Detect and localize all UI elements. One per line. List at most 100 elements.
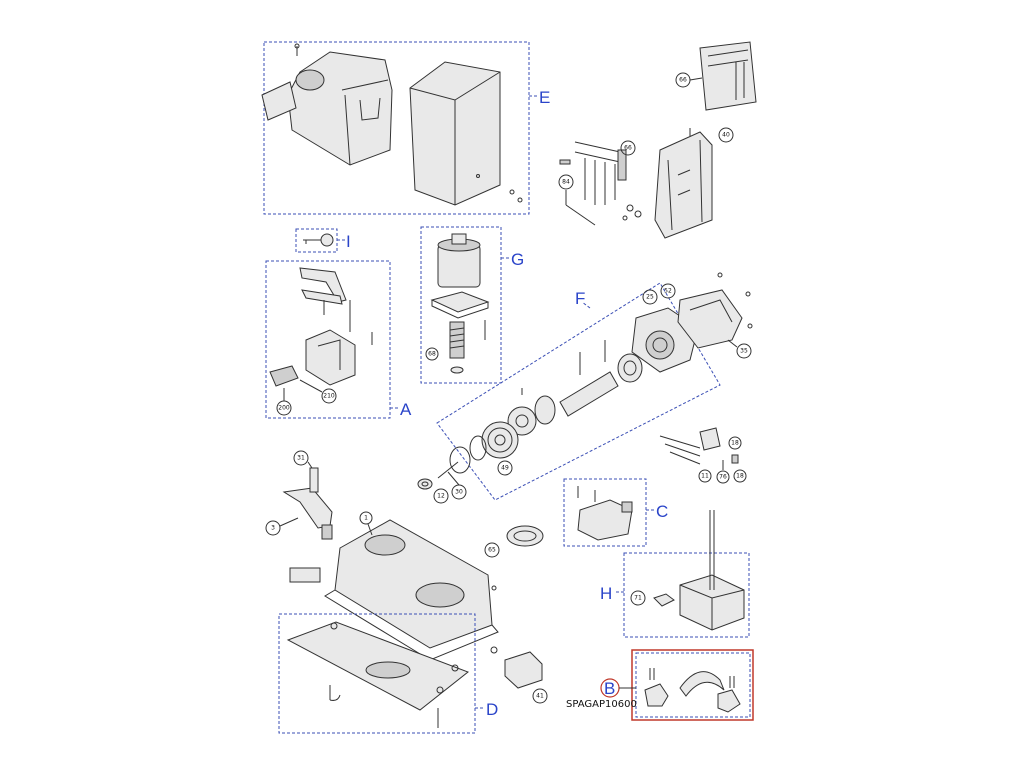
callout-12-circle	[433, 488, 449, 504]
lock-cylinder	[269, 365, 299, 387]
group-e: E	[261, 41, 550, 215]
main-casing	[334, 519, 493, 649]
antenna-wire	[565, 204, 596, 226]
callout-65: 65	[488, 547, 496, 554]
cable-clamp-2	[717, 689, 741, 713]
callout-76-circle	[716, 470, 730, 484]
group-b-letter: B	[604, 679, 615, 698]
control-board	[699, 41, 757, 111]
callout-1-circle	[359, 511, 373, 525]
group-g-letter: G	[511, 250, 524, 269]
release-housing	[305, 329, 356, 386]
group-f: F 25 52 49 30	[436, 282, 721, 501]
callout-52: 52	[664, 288, 672, 295]
callout-68: 68	[428, 351, 436, 358]
callout-18b: 18	[736, 473, 744, 480]
release-lever-3: 31 3	[265, 450, 333, 540]
callout-66a: 66	[679, 77, 687, 84]
callout-210-circle	[321, 388, 337, 404]
callout-35: 35	[740, 348, 748, 355]
callout-41: 41	[536, 693, 544, 700]
washer-12: 12	[417, 478, 449, 504]
callout-3: 3	[271, 525, 275, 532]
callout-84: 84	[562, 179, 570, 186]
callout-76: 76	[719, 474, 727, 481]
callout-18b-circle	[733, 469, 747, 483]
callout-40: 40	[722, 132, 730, 139]
capacitor-clip	[653, 593, 675, 607]
callout-65-circle	[484, 542, 500, 558]
callout-31-circle	[293, 450, 309, 466]
wiring-harness	[574, 141, 621, 205]
group-a-letter: A	[400, 400, 412, 419]
group-c-letter: C	[656, 502, 668, 521]
lever-pin	[309, 467, 319, 493]
gearmotor-base: 1	[289, 511, 499, 661]
motor-flange	[430, 291, 490, 313]
toothed-ring	[506, 525, 544, 547]
cover-lens	[295, 69, 325, 91]
toothed-disc	[507, 406, 537, 436]
end-stop	[289, 567, 321, 583]
callout-31: 31	[297, 455, 305, 462]
group-i: I	[295, 228, 351, 253]
switch-assembly	[577, 499, 633, 541]
callout-49-circle	[497, 460, 513, 476]
group-a: A 200 210	[265, 260, 412, 419]
group-e-letter: E	[539, 88, 550, 107]
cover-badge	[261, 81, 297, 121]
callout-200: 200	[278, 405, 290, 412]
callout-49: 49	[501, 465, 509, 472]
group-c: C	[563, 478, 668, 547]
group-f-letter: F	[575, 289, 585, 308]
group-d-letter: D	[486, 700, 498, 719]
group-e-frame	[263, 41, 530, 215]
group-d-frame	[278, 613, 476, 734]
callout-41-circle	[532, 688, 548, 704]
callout-25: 25	[646, 294, 654, 301]
callout-68-circle	[425, 347, 439, 361]
group-a-frame	[265, 260, 391, 419]
ring-65: 65	[484, 525, 544, 558]
callout-40-circle	[718, 127, 734, 143]
callout-71: 71	[634, 595, 642, 602]
callout-35-circle	[736, 343, 752, 359]
gear-cover-35: 35	[677, 272, 753, 359]
group-d: D	[278, 613, 498, 734]
spacer-ring	[534, 395, 556, 425]
rubber-block	[504, 651, 543, 689]
bearing	[617, 353, 643, 383]
callout-52-circle	[660, 283, 676, 299]
group-f-frame	[436, 282, 721, 501]
cable-strap	[679, 671, 725, 697]
group-b-frame	[635, 652, 751, 718]
callout-25-circle	[642, 289, 658, 305]
group-g: G 68	[420, 226, 524, 384]
group-g-frame	[420, 226, 502, 384]
callout-210: 210	[323, 393, 335, 400]
callout-66b: 66	[624, 145, 632, 152]
group-c-frame	[563, 478, 647, 547]
terminal-block	[617, 149, 627, 181]
manual-lever	[282, 487, 333, 529]
callout-18a: 18	[731, 440, 739, 447]
cable-clamp	[644, 683, 669, 707]
callout-1: 1	[364, 515, 368, 522]
limit-switch	[699, 427, 721, 451]
gear-cover	[677, 289, 743, 349]
group-h: H 71	[600, 510, 750, 638]
output-shaft	[559, 371, 619, 417]
group-h-frame	[623, 552, 750, 638]
callout-12: 12	[437, 493, 445, 500]
group-b-highlight-frame	[631, 649, 754, 721]
callout-71-circle	[630, 590, 646, 606]
limit-switch-parts: 18 11 76 18	[659, 427, 747, 484]
callout-66b-circle	[620, 140, 636, 156]
control-board-group: 66 40 66 84	[558, 41, 757, 239]
block-41: 41	[504, 651, 548, 704]
callout-11-circle	[698, 469, 712, 483]
mounting-bracket	[654, 131, 713, 239]
callout-11: 11	[701, 473, 709, 480]
